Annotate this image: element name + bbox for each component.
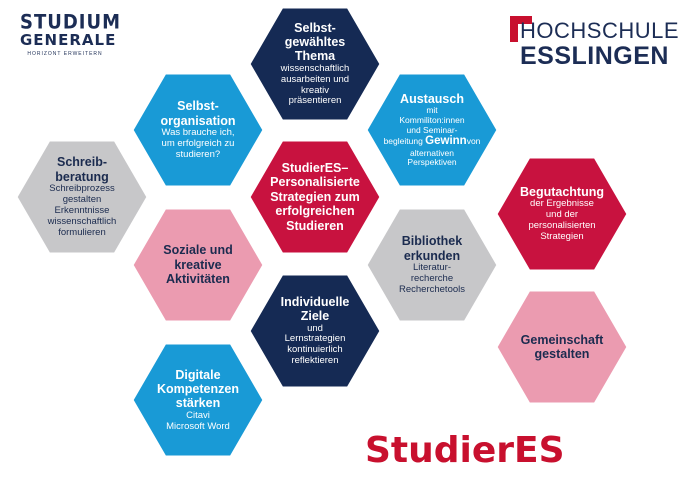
studium-generale-logo-line1: STUDIUM xyxy=(20,10,122,34)
hexagon-center xyxy=(247,138,383,256)
hexagon-soziale xyxy=(130,206,266,324)
hexagon-schreibberatung xyxy=(14,138,150,256)
hochschule-esslingen-logo-line1: HOCHSCHULE xyxy=(520,18,680,43)
hexagon-gemeinschaft xyxy=(494,288,630,406)
logo-mark-horizontal xyxy=(510,16,532,24)
hexagon-selbstorganisation xyxy=(130,71,266,189)
studium-generale-logo-tagline: HORIZONT ERWEITERN xyxy=(27,51,103,58)
hexagon-bibliothek xyxy=(364,206,500,324)
hexagon-thema xyxy=(247,5,383,123)
brand-title: StudierES xyxy=(365,430,565,471)
studium-generale-logo: STUDIUM GENERALE HORIZONT ERWEITERN xyxy=(20,10,122,58)
hexagon-begutachtung xyxy=(494,155,630,273)
hexagon-digital xyxy=(130,341,266,459)
hochschule-esslingen-logo-line2: ESSLINGEN xyxy=(520,42,669,70)
studium-generale-logo-line2: GENERALE xyxy=(20,31,117,49)
hexagon-ziele xyxy=(247,272,383,390)
logo-mark-vertical xyxy=(510,16,518,42)
hexagon-austausch xyxy=(364,71,500,189)
